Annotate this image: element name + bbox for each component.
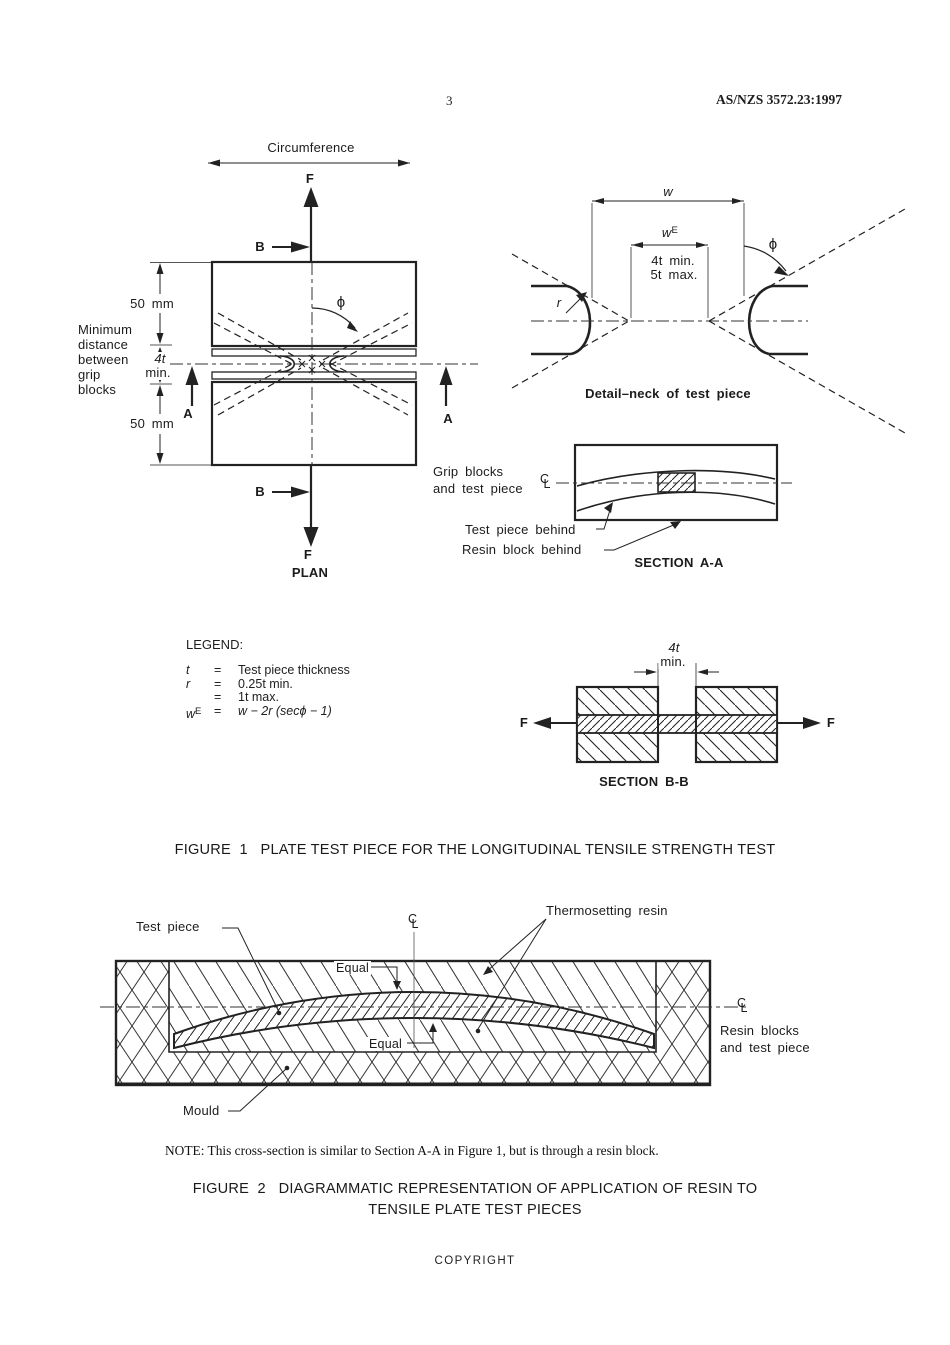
section-a-label-right: A — [443, 411, 453, 426]
mould-label: Mould — [183, 1103, 220, 1118]
test-piece-label: Test piece — [136, 919, 200, 934]
section-aa-caption: SECTION A-A — [634, 555, 724, 570]
dim-50mm-lower: 50 mm — [128, 416, 176, 431]
copyright-notice: COPYRIGHT — [434, 1255, 516, 1267]
force-label-left-bb: F — [519, 715, 529, 730]
legend-row-r2: = 1t max. — [214, 690, 279, 705]
legend-row-r: r = 0.25t min. — [186, 676, 293, 691]
test-piece-behind-label: Test piece behind — [465, 522, 576, 537]
equal-label-top: Equal — [334, 961, 371, 975]
force-label-top: F — [305, 171, 315, 186]
resin-blocks-label-line1: Resin blocks — [720, 1023, 800, 1038]
grip-blocks-label-line2: and test piece — [433, 481, 523, 496]
resin-block-behind-label: Resin block behind — [462, 542, 582, 557]
legend: LEGEND: t = Test piece thickness r = 0.2… — [186, 637, 466, 721]
thermosetting-resin-label: Thermosetting resin — [546, 903, 668, 918]
min-distance-note: Minimum distance between grip blocks — [78, 322, 133, 397]
bb-dim-unit: min. — [658, 654, 688, 669]
force-label-bottom: F — [303, 547, 313, 562]
page-number: 3 — [446, 93, 453, 108]
resin-blocks-label-line2: and test piece — [720, 1040, 810, 1055]
detail-neck-caption: Detail–neck of test piece — [585, 386, 751, 401]
neck-min-label: 4t min. — [649, 253, 697, 268]
section-a-label-left: A — [183, 406, 193, 421]
section-b-label-top: B — [255, 239, 265, 254]
figure1-caption: FIGURE 1 PLATE TEST PIECE FOR THE LONGIT… — [174, 842, 776, 858]
phi-label-plan: ϕ — [336, 294, 346, 311]
width-label: w — [663, 184, 673, 199]
section-aa-linework — [556, 443, 792, 551]
plan-view-linework — [150, 159, 478, 547]
force-label-right-bb: F — [826, 715, 836, 730]
grip-blocks-label-line1: Grip blocks — [433, 464, 504, 479]
neck-max-label: 5t max. — [648, 267, 700, 282]
bb-dim-value: 4t — [666, 640, 682, 655]
phi-label-detail: ϕ — [768, 236, 778, 253]
figure2-caption-line2: TENSILE PLATE TEST PIECES — [368, 1202, 582, 1218]
detail-neck-linework — [511, 198, 906, 434]
dim-4t-value: 4t — [152, 351, 168, 366]
radius-label: r — [556, 295, 562, 310]
section-b-label-bottom: B — [255, 484, 265, 499]
equal-label-bottom: Equal — [367, 1037, 404, 1051]
figure2-caption-line1: FIGURE 2 DIAGRAMMATIC REPRESENTATION OF … — [192, 1181, 758, 1197]
legend-row-w: wE = w − 2r (secϕ − 1) — [186, 703, 332, 721]
dim-4t-unit: min. — [143, 365, 173, 380]
dim-50mm-upper: 50 mm — [128, 296, 176, 311]
legend-title: LEGEND: — [186, 637, 244, 652]
section-bb-caption: SECTION B-B — [599, 774, 689, 789]
plan-caption: PLAN — [291, 565, 329, 580]
standard-number: AS/NZS 3572.23:1997 — [715, 92, 842, 107]
effective-width-label: wE — [661, 225, 679, 240]
section-bb-linework — [533, 663, 821, 764]
circumference-label: Circumference — [267, 140, 355, 155]
legend-row-t: t = Test piece thickness — [186, 663, 350, 677]
figure2-linework — [100, 918, 746, 1112]
figure2-note: NOTE: This cross-section is similar to S… — [165, 1143, 659, 1158]
